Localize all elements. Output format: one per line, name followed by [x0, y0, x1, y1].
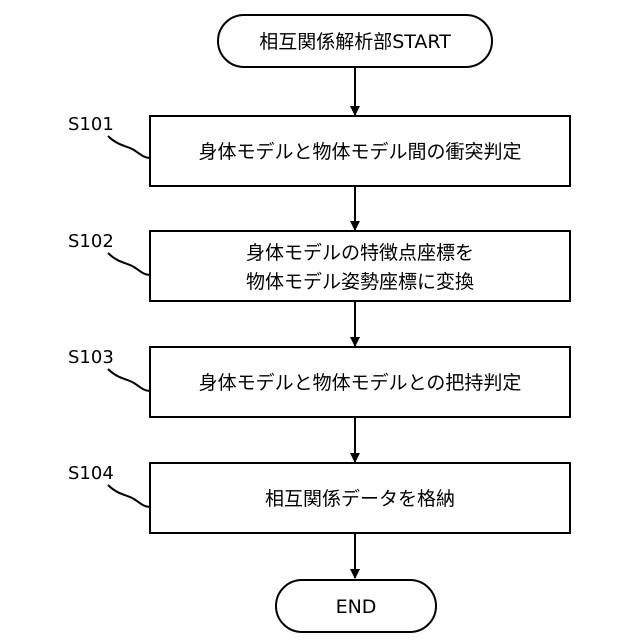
leader-s101	[108, 136, 150, 158]
leader-s102	[108, 253, 150, 275]
leader-s103	[108, 369, 150, 391]
step-label-s102: S102	[68, 231, 114, 252]
end-text: END	[336, 596, 377, 618]
step-s102: S102 身体モデルの特徴点座標を 物体モデル姿勢座標に変換	[68, 231, 570, 301]
step-text-s102-line1: 身体モデルの特徴点座標を	[246, 242, 474, 264]
step-s104: S104 相互関係データを格納	[68, 463, 570, 533]
step-text-s102-line2: 物体モデル姿勢座標に変換	[246, 271, 474, 293]
step-text-s101: 身体モデルと物体モデル間の衝突判定	[198, 141, 521, 163]
step-s101: S101 身体モデルと物体モデル間の衝突判定	[68, 114, 570, 186]
end-terminator: END	[276, 580, 436, 632]
step-text-s104: 相互関係データを格納	[265, 488, 455, 510]
step-text-s103: 身体モデルと物体モデルとの把持判定	[199, 372, 522, 394]
leader-s104	[108, 485, 150, 507]
step-label-s103: S103	[68, 347, 114, 368]
step-label-s104: S104	[68, 463, 114, 484]
step-s103: S103 身体モデルと物体モデルとの把持判定	[68, 347, 570, 417]
start-terminator: 相互関係解析部START	[218, 15, 492, 67]
start-text: 相互関係解析部START	[259, 31, 451, 53]
step-label-s101: S101	[68, 114, 114, 135]
